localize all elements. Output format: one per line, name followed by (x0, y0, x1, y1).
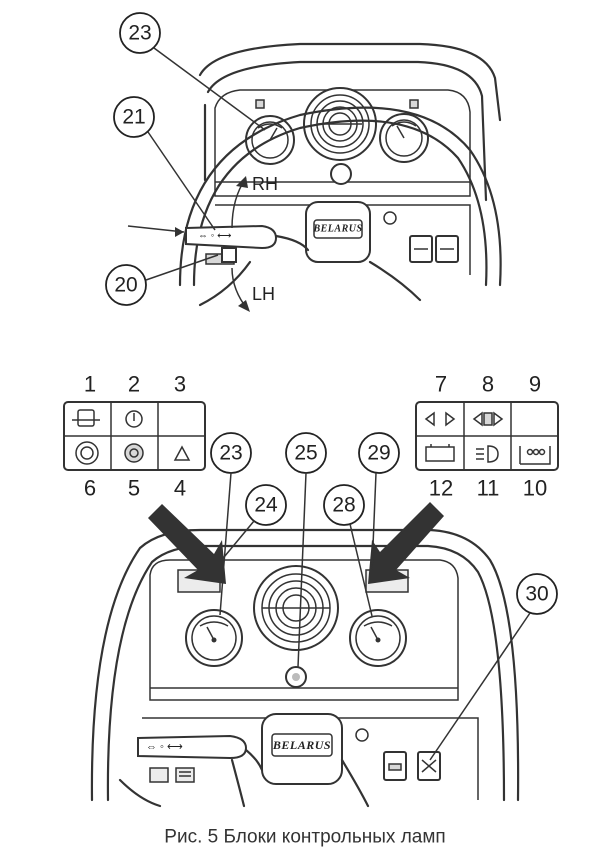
lamp-number-10: 10 (523, 476, 547, 501)
lamp-number-3: 3 (174, 372, 186, 397)
lamp-number-1: 1 (84, 372, 96, 397)
bottom-right-gauge (349, 609, 407, 667)
bottom-combination-switch: ⇔ ◦ ⟷ (137, 734, 248, 783)
lamp-number-7: 7 (435, 372, 447, 397)
coolant-icon (124, 443, 144, 463)
top-right-gauge (379, 113, 429, 163)
svg-text:21: 21 (122, 106, 145, 129)
top-indicator-lamp (330, 163, 352, 185)
direction-lh-label: LH (252, 284, 275, 304)
headlight-icon (476, 445, 499, 463)
bottom-dashboard-outline (90, 528, 520, 802)
figure-caption: Рис. 5 Блоки контрольных ламп (164, 827, 445, 848)
trailer-turn-icon (472, 411, 504, 427)
svg-text:28: 28 (332, 494, 355, 517)
lamp-number-4: 4 (174, 476, 186, 501)
lamp-number-5: 5 (128, 476, 140, 501)
top-dashboard-view: BELARUS ⇔ ◦ ⟷ RH LH 23 (105, 12, 502, 312)
bottom-logo-plate: BELARUS (261, 713, 343, 785)
callout-bottom-23: 23 (210, 432, 252, 616)
direction-rh-label: RH (252, 174, 278, 194)
top-belarus-logo: BELARUS (312, 224, 362, 235)
svg-text:29: 29 (367, 442, 390, 465)
steering-signal-icon (72, 409, 100, 427)
bottom-tachometer (253, 565, 339, 651)
lamp-number-8: 8 (482, 372, 494, 397)
callout-bottom-25: 25 (285, 432, 327, 668)
svg-text:23: 23 (128, 22, 151, 45)
svg-text:23: 23 (219, 442, 242, 465)
lamp-number-6: 6 (84, 476, 96, 501)
top-logo-plate: BELARUS (305, 201, 371, 263)
svg-text:20: 20 (114, 274, 137, 297)
svg-text:⇔ ◦ ⟷: ⇔ ◦ ⟷ (198, 231, 231, 242)
left-pointer-arrow (148, 504, 226, 584)
top-tachometer (303, 87, 377, 161)
lamp-number-9: 9 (529, 372, 541, 397)
lamp-number-12: 12 (429, 476, 453, 501)
glow-plug-icon (519, 446, 551, 465)
bottom-left-gauge (185, 609, 243, 667)
right-pointer-arrow (368, 502, 444, 584)
callout-top-21: 21 (113, 96, 216, 231)
svg-text:⇔ ◦ ⟷: ⇔ ◦ ⟷ (146, 741, 183, 753)
bottom-belarus-logo: BELARUS (272, 738, 331, 752)
callout-top-23: 23 (119, 12, 266, 131)
turn-left-right-icon (424, 411, 456, 427)
svg-text:25: 25 (294, 442, 317, 465)
lamp-number-2: 2 (128, 372, 140, 397)
top-steering-wheel (178, 106, 502, 287)
top-combination-switch: ⇔ ◦ ⟷ (185, 224, 278, 265)
warning-triangle-icon (173, 445, 191, 461)
callout-bottom-29: 29 (358, 432, 400, 571)
top-dashboard-outline (198, 42, 502, 122)
battery-icon (425, 444, 455, 462)
left-lamp-block: 1 2 3 6 5 4 (63, 372, 206, 501)
callout-bottom-30: 30 (429, 573, 558, 761)
air-filter-icon (75, 441, 99, 465)
callout-bottom-24: 24 (204, 484, 287, 581)
callout-bottom-28: 28 (323, 484, 373, 617)
right-lamp-block: 7 8 9 (415, 372, 559, 501)
callout-top-20: 20 (105, 254, 219, 306)
lamp-number-11: 11 (477, 476, 500, 501)
brake-fluid-icon (125, 410, 143, 428)
bottom-dashboard-view: BELARUS ⇔ ◦ ⟷ 23 25 (90, 432, 558, 808)
svg-text:24: 24 (254, 494, 278, 517)
svg-text:30: 30 (525, 583, 548, 606)
